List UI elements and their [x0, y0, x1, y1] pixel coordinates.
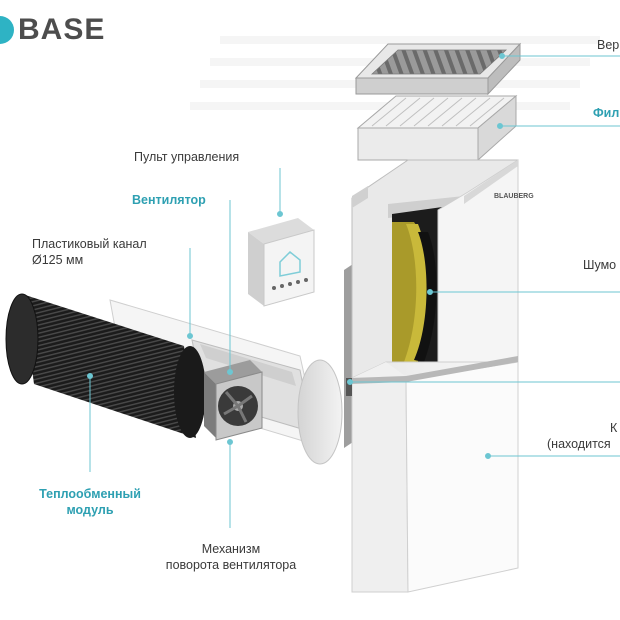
label-duct-line1: Пластиковый канал — [32, 237, 147, 251]
label-mechanism-line2: поворота вентилятора — [165, 558, 297, 572]
label-noise: Шумо — [583, 258, 617, 272]
label-casing-line1: К — [610, 421, 618, 435]
label-casing-line2: (находится — [547, 437, 611, 451]
control-panel — [248, 218, 315, 307]
main-casing: BLAUBERG — [344, 159, 534, 593]
label-remote: Пульт управления — [134, 150, 240, 164]
label-duct-line2: Ø125 мм — [32, 253, 84, 267]
brand: BASE — [0, 12, 105, 48]
label-fan: Вентилятор — [132, 193, 206, 207]
ventilation-grille — [354, 42, 522, 96]
brand-name: BASE — [18, 13, 106, 46]
label-exchanger-line2: модуль — [66, 503, 114, 517]
duct-assembly — [5, 293, 343, 465]
label-mechanism-line1: Механизм — [201, 542, 261, 556]
label-filter: Фил — [593, 106, 620, 120]
leader-lines — [87, 53, 620, 528]
label-exchanger-line1: Теплообменный — [39, 487, 141, 501]
label-grille: Вер — [597, 38, 620, 52]
brand-logo-icon — [0, 16, 14, 44]
filter-tray — [356, 94, 518, 162]
device-logo: BLAUBERG — [494, 193, 534, 200]
